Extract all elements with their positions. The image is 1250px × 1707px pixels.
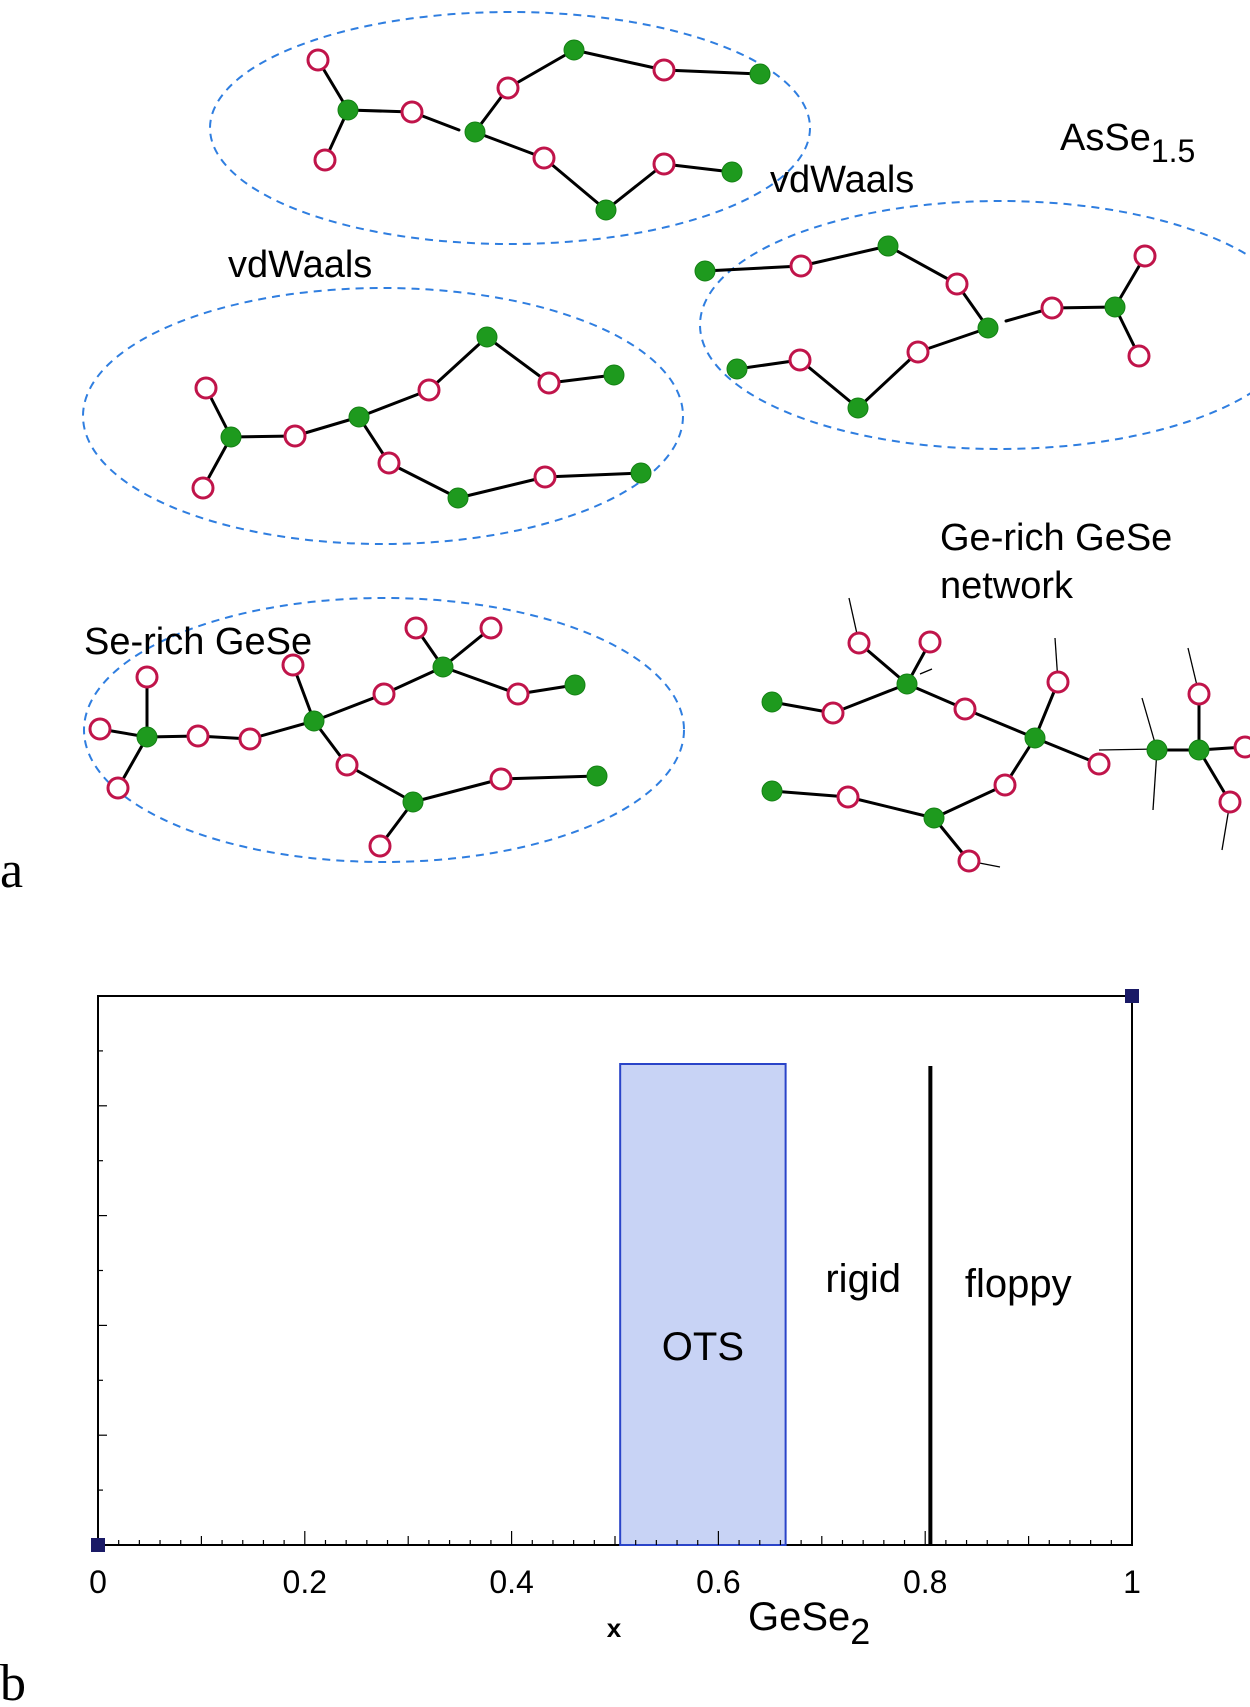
cluster-top <box>209 11 811 245</box>
label-vdwaals-left: vdWaals <box>228 244 372 286</box>
label-asse: AsSe1.5 <box>1060 117 1195 169</box>
region-label-rigid: rigid <box>825 1257 901 1301</box>
x-tick-label: 0.6 <box>696 1564 740 1600</box>
panel-a: AsSe1.5 vdWaals vdWaals Ge-rich GeSe net… <box>0 11 1250 899</box>
ots-band <box>619 1063 787 1546</box>
x-tick-label: 0 <box>89 1564 107 1600</box>
tick-labels: 0 0.2 0.4 0.6 0.8 1 <box>89 1564 1141 1600</box>
label-ge-rich-line1: Ge-rich GeSe <box>940 517 1172 559</box>
region-label-ots: OTS <box>662 1325 744 1369</box>
label-ge-rich-line2: network <box>940 565 1074 607</box>
x-axis-label-right-subscript: 2 <box>850 1611 870 1652</box>
panel-letter-b: b <box>0 1655 26 1707</box>
x-axis-label-right: GeSe2 <box>748 1595 870 1652</box>
corner-marker <box>1125 989 1139 1003</box>
label-asse-subscript: 1.5 <box>1151 133 1195 169</box>
cluster-outlines <box>82 11 1250 863</box>
corner-marker <box>91 1538 105 1552</box>
se-atoms <box>88 48 1250 873</box>
x-tick-label: 0.4 <box>489 1564 533 1600</box>
label-se-rich: Se-rich GeSe <box>84 621 312 663</box>
x-tick-label: 0.8 <box>903 1564 947 1600</box>
x-tick-label: 0.2 <box>283 1564 327 1600</box>
ge-atoms <box>136 39 1210 829</box>
x-tick-label: 1 <box>1123 1564 1141 1600</box>
cluster-bottom <box>83 597 685 863</box>
x-axis-label: x <box>607 1613 622 1643</box>
corner-markers <box>91 989 1139 1552</box>
panel-letter-a: a <box>0 842 23 899</box>
cluster-left <box>82 287 684 545</box>
label-vdwaals-right: vdWaals <box>770 159 914 201</box>
cluster-right <box>699 200 1250 450</box>
region-label-floppy: floppy <box>965 1262 1072 1306</box>
axis-ticks <box>97 995 1133 1546</box>
